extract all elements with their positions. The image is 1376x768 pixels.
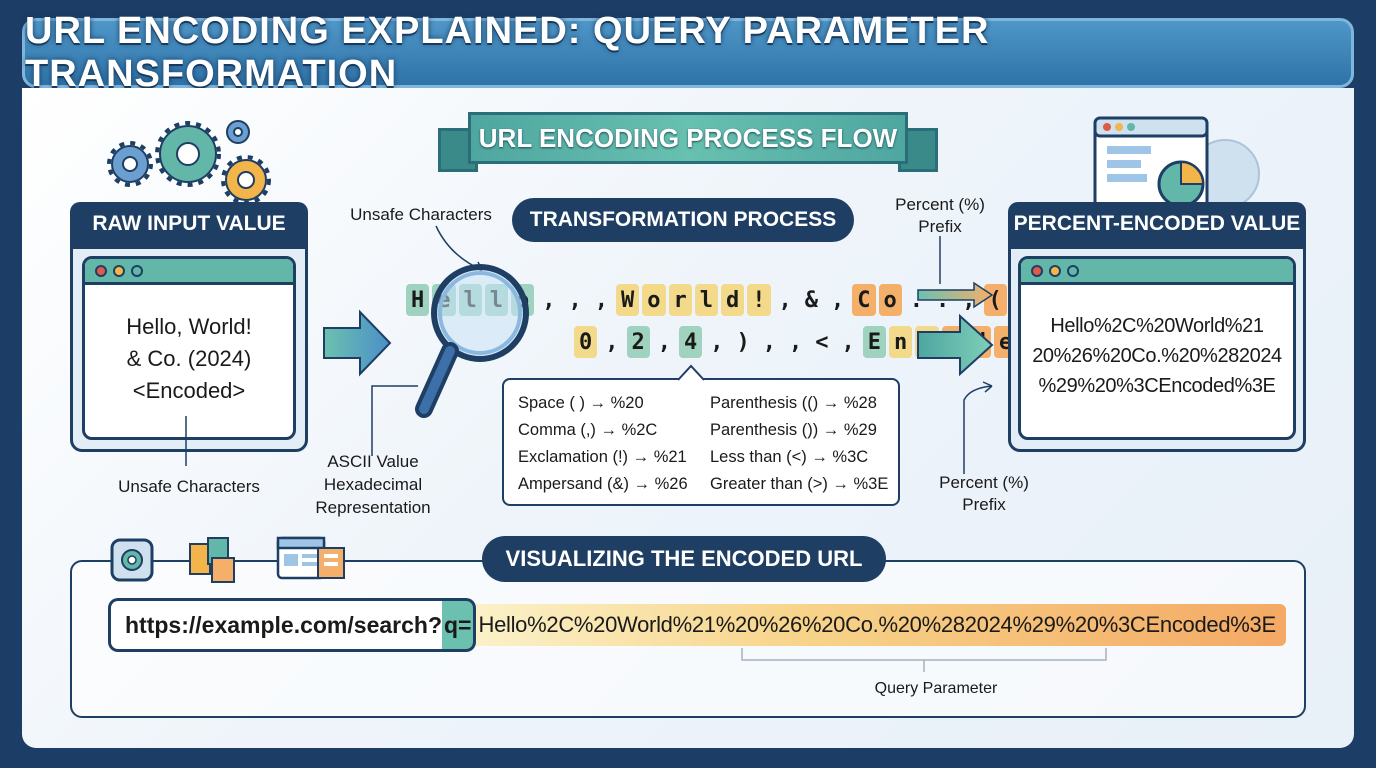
prefix-bottom-line-1: Percent (%) [939,473,1029,492]
row2-token: 2 [626,326,650,358]
row1-token: C [852,284,876,316]
row2-token: , [657,329,671,355]
raw-input-header: RAW INPUT VALUE [70,202,308,246]
gear-cluster-icon [107,120,271,205]
row2-token: , [710,329,724,355]
minimize-dot-icon [1049,264,1061,277]
row2-token: E [862,326,886,358]
url-base: https://example.com/search? [108,598,442,652]
row1-token: r [668,284,692,316]
row1-token: , [831,287,845,313]
mapping-entry: Exclamation (!) → %21 [518,448,687,466]
row2-token: , [789,329,803,355]
encoded-window: Hello%2C%20World%21 20%26%20Co.%20%28202… [1018,256,1296,440]
encoded-header: PERCENT-ENCODED VALUE [1008,202,1306,246]
ascii-line-1: ASCII Value [327,452,419,471]
prefix-top-label: Percent (%) Prefix [882,194,998,238]
raw-line-2: & Co. (2024) [126,346,252,371]
mapping-entry: Parenthesis (() → %28 [710,394,877,412]
encoded-window-bar [1021,259,1293,285]
raw-input-window: Hello, World! & Co. (2024) <Encoded> [82,256,296,440]
encoded-line-3: %29%20%3CEncoded%3E [1038,375,1276,397]
row1-token: o [642,284,666,316]
close-dot-icon [95,264,107,277]
row2-token: , [762,329,776,355]
browser-window-icon [276,536,345,580]
row1-token: ( [983,284,1007,316]
process-flow-label: URL ENCODING PROCESS FLOW [478,122,898,153]
cube-stack-icon [189,537,235,583]
row1-token: , [542,287,556,313]
url-param-key: q= [442,598,477,652]
minimize-dot-icon [113,264,125,277]
row2-token: 4 [679,326,703,358]
row1-token: l [694,284,718,316]
prefix-top-line-2: Prefix [918,217,962,236]
mapping-entry: Space ( ) → %20 [518,394,644,412]
mapping-entry: Parenthesis ()) → %29 [710,421,877,439]
encoded-url-bar[interactable]: https://example.com/search? q= Hello%2C%… [108,598,1286,652]
ascii-line-2: Hexadecimal [323,475,423,494]
row1-token: d [721,284,745,316]
close-dot-icon [1031,264,1043,277]
arrow-right-icon-2 [917,313,994,377]
row2-token: 0 [574,326,598,358]
prefix-bottom-label: Percent (%) Prefix [926,472,1042,516]
row2-token: < [815,329,829,355]
mapping-entry: Less than (<) → %3C [710,448,869,466]
transform-unsafe-label: Unsafe Characters [350,205,492,224]
mapping-entry: Ampersand (&) → %26 [518,475,688,493]
mapping-pointer [677,364,705,381]
row1-token: o [878,284,902,316]
row2-token: , [605,329,619,355]
encoded-line-1: Hello%2C%20World%21 [1050,315,1264,337]
encoded-line-2: 20%26%20Co.%20%282024 [1032,345,1282,367]
url-param-value: Hello%2C%20World%21%20%26%20Co.%20%28202… [476,604,1286,646]
row1-token: W [616,284,640,316]
raw-line-3: <Encoded> [132,378,246,403]
maximize-dot-icon [1067,264,1079,277]
row1-token: ! [747,284,771,316]
query-parameter-label: Query Parameter [874,680,998,697]
mapping-entry: Greater than (>) → %3E [710,475,889,493]
row2-token: , [841,329,855,355]
maximize-dot-icon [131,264,143,277]
raw-unsafe-label: Unsafe Characters [118,477,260,496]
row2-token: n [889,326,913,358]
row1-token: , [594,287,608,313]
ascii-line-3: Representation [315,498,431,517]
row1-token: , [778,287,792,313]
row1-token: & [804,287,818,313]
row1-token: , [568,287,582,313]
mapping-entry: Comma (,) → %2C [518,421,658,439]
raw-window-bar [85,259,293,285]
gear-icon [110,538,154,582]
row1-token: H [406,284,430,316]
transformation-header: TRANSFORMATION PROCESS [512,198,854,242]
magnifying-glass-icon [415,264,529,418]
thin-arrow-right-icon [917,281,994,309]
prefix-top-line-1: Percent (%) [895,195,985,214]
arrow-right-icon-1 [323,309,392,377]
row2-token: ) [736,329,750,355]
process-flow-ribbon: URL ENCODING PROCESS FLOW [468,112,908,164]
visualize-header: VISUALIZING THE ENCODED URL [482,536,886,582]
ascii-label: ASCII Value Hexadecimal Representation [308,450,438,519]
prefix-bottom-line-2: Prefix [962,495,1006,514]
raw-line-1: Hello, World! [126,314,252,339]
